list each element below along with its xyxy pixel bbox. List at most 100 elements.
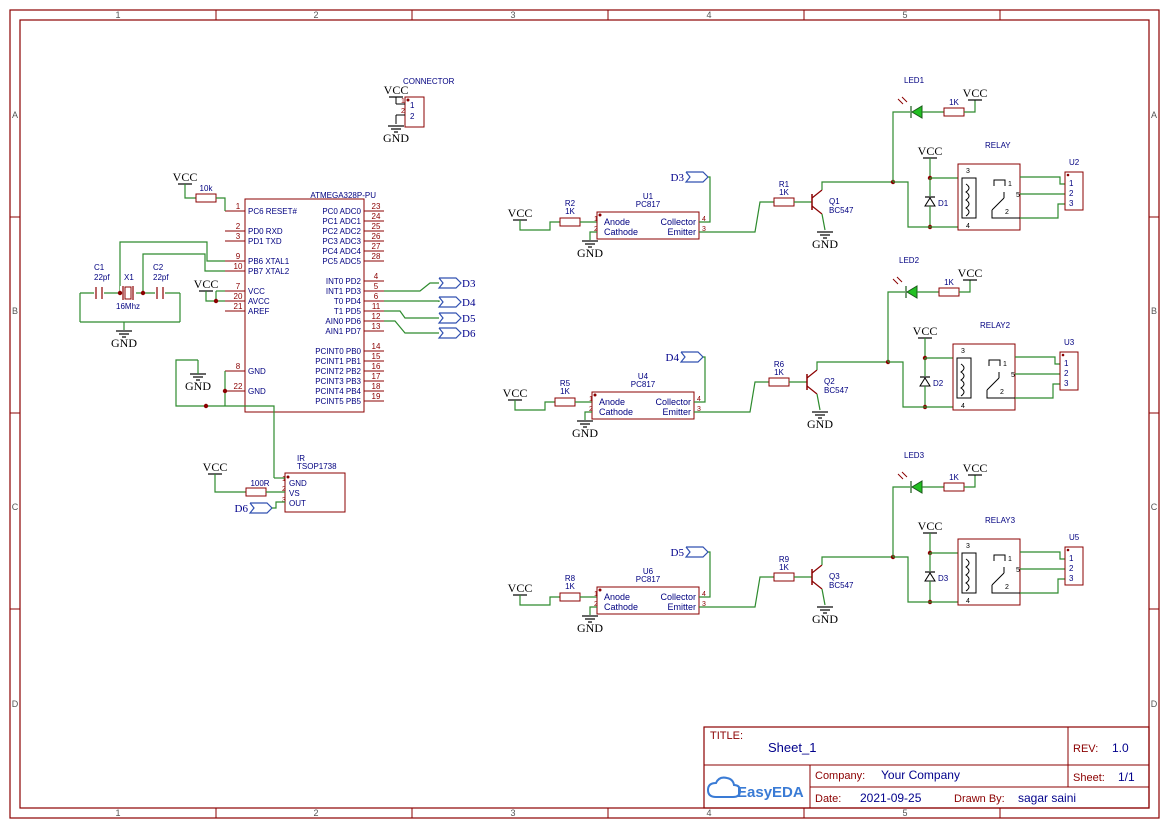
pin-num: 26 [372,232,381,241]
terminal-block [1059,351,1079,391]
date-label: Date: [815,793,841,805]
junction-dot [117,290,123,296]
net-flag-label: D3 [462,278,476,290]
c1-ref: C1 [94,263,105,272]
x1-value: 16Mhz [116,302,140,311]
opto-pin-label: Anode [604,592,630,602]
x1-ref: X1 [124,273,134,282]
pin-num: 12 [372,312,381,321]
opto-name: PC817 [636,200,661,209]
wire [816,361,888,370]
column-label: 4 [706,10,711,20]
wire [893,181,958,228]
base-res-ref: R6 [774,360,785,369]
crystal-body [124,286,132,300]
logo-text: EasyEDA [737,784,804,801]
relay-coil [961,552,977,594]
pin1-marker [1066,548,1070,552]
wire [1020,176,1065,185]
relay-coil [961,177,977,219]
relay-body [952,343,1016,411]
relay-switch [986,377,1000,391]
relay-pin: 2 [1005,209,1009,216]
wire [384,300,440,302]
pin-num: 7 [236,282,241,291]
c2-value: 22pf [153,273,169,282]
gnd-label: GND [111,336,137,350]
column-label: 5 [902,808,907,818]
wire [699,551,711,598]
transistor-emitter [806,385,818,395]
wire [589,231,597,240]
pin-num: 1 [589,396,593,403]
junction-dot [140,290,146,296]
terminal-ref: U2 [1069,158,1080,167]
relay-ref: RELAY2 [980,321,1011,330]
resistor [943,107,965,117]
pin-label: AREF [248,307,269,316]
pin-label: PB7 XTAL2 [248,267,290,276]
wire [821,588,826,606]
pin-label: PCINT0 PB0 [315,347,361,356]
pin-num: 3 [702,601,706,608]
transistor-emitter [811,205,823,215]
wire [699,176,711,223]
led-body [911,105,923,119]
wire [584,411,592,420]
pin-num: 2 [589,406,593,413]
pin-num: 4 [702,591,706,598]
led-ray [892,278,899,285]
opto-pin-label: Cathode [604,227,638,237]
wire [272,501,285,509]
cloud-icon [706,776,742,798]
pin-num: 10 [234,262,243,271]
transistor-emitter [811,580,823,590]
relay-switch [991,572,1005,586]
diode-ref: D1 [938,199,949,208]
relay-pin: 4 [966,223,970,230]
relay-contact [988,359,1001,366]
wire [821,181,893,190]
xtal-gap [120,286,136,300]
net-flag-label: D4 [462,297,476,309]
ir-res-value: 100R [250,479,269,488]
net-flag-label: D6 [462,328,476,340]
diode-ref: D3 [938,574,949,583]
drawn-by-label: Drawn By: [954,793,1005,805]
in-res-value: 1K [565,207,575,216]
wire [216,197,226,211]
wire [589,606,597,615]
relay-pin: 3 [966,543,970,550]
relay-pin: 5 [1016,567,1020,574]
company-value: Your Company [881,768,960,782]
pin-label: PCINT1 PB1 [315,357,361,366]
gnd-label: GND [577,621,603,635]
opto-pin-label: Collector [655,397,691,407]
ir-pin-label: OUT [289,499,306,508]
pin-label: PD1 TXD [248,237,282,246]
pin-label: PC5 ADC5 [322,257,361,266]
wire [214,474,246,493]
transistor-ref: Q1 [829,197,840,206]
row-label: C [12,502,19,512]
company-label: Company: [815,770,865,782]
wire [699,576,774,608]
relay-pin: 3 [966,168,970,175]
relay-pin: 4 [961,403,965,410]
led-body [911,480,923,494]
terminal-pin: 1 [1069,554,1074,563]
net-flag [437,327,462,339]
mcu-name: ATMEGA328P-PU [310,191,376,200]
led-ray [896,276,903,283]
opto-pin-label: Cathode [599,407,633,417]
terminal-pin: 3 [1069,574,1074,583]
gnd-label: GND [185,379,211,393]
opto-name: PC817 [631,380,656,389]
resistor [773,572,795,582]
opto-pin-label: Collector [660,217,696,227]
rev-value: 1.0 [1112,741,1129,755]
relay-pin: 3 [961,348,965,355]
led-ray [901,471,908,478]
